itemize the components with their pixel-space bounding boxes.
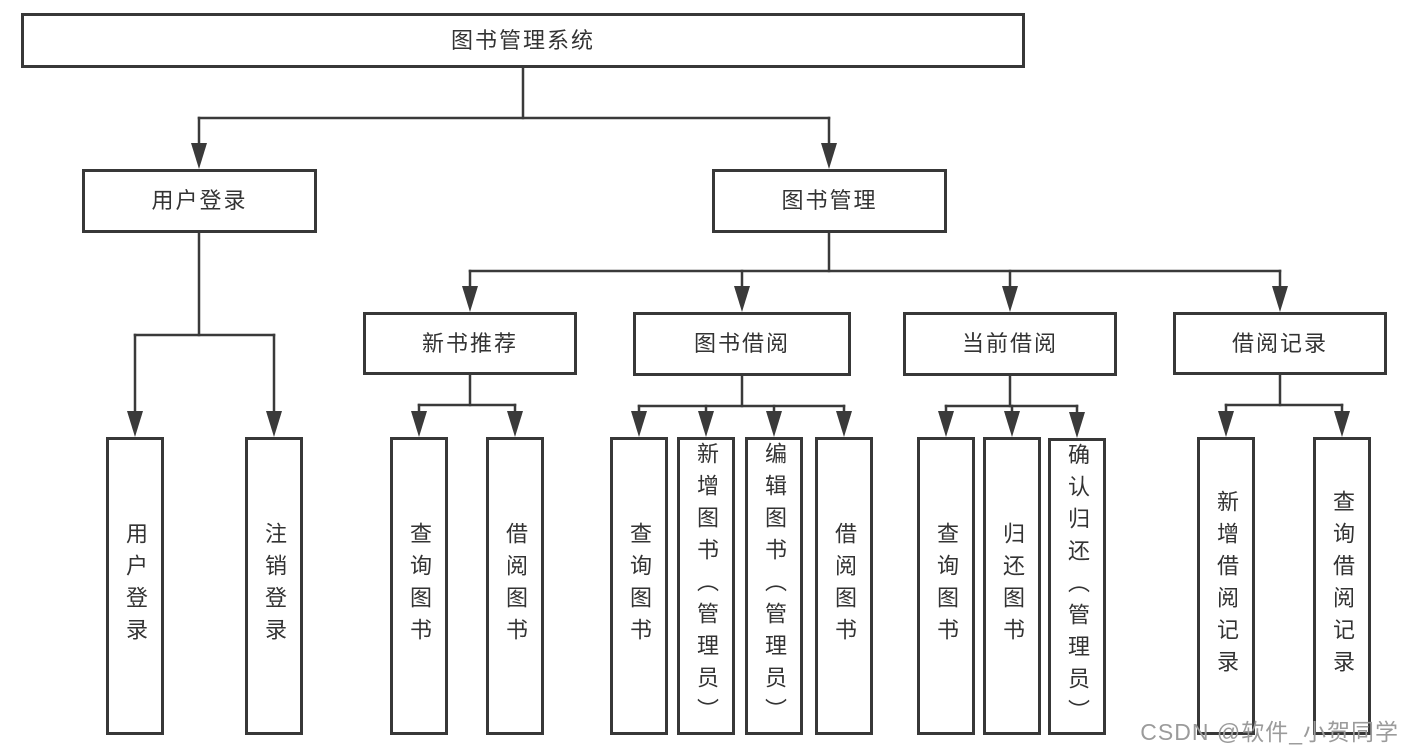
arrowhead-icon	[766, 411, 782, 437]
arrowhead-icon	[191, 143, 207, 169]
arrowhead-icon	[1002, 286, 1018, 312]
node-leaf-edit-books-admin: 编辑图书（管理员）	[745, 437, 803, 735]
arrowhead-icon	[462, 286, 478, 312]
arrowhead-icon	[1069, 412, 1085, 438]
node-book-borrowing: 图书借阅	[633, 312, 851, 376]
arrowhead-icon	[1004, 411, 1020, 437]
arrowhead-icon	[631, 411, 647, 437]
arrowhead-icon	[1218, 411, 1234, 437]
arrowhead-icon	[938, 411, 954, 437]
arrowhead-icon	[1334, 411, 1350, 437]
node-user-login: 用户登录	[82, 169, 317, 233]
arrowhead-icon	[1272, 286, 1288, 312]
watermark-text: CSDN @软件_小贺同学	[1140, 719, 1399, 745]
node-leaf-query-books-borrow: 查询图书	[610, 437, 668, 735]
arrowhead-icon	[734, 286, 750, 312]
node-book-management: 图书管理	[712, 169, 947, 233]
node-root: 图书管理系统	[21, 13, 1025, 68]
node-leaf-query-books-current: 查询图书	[917, 437, 975, 735]
arrowhead-icon	[411, 411, 427, 437]
arrowhead-icon	[266, 411, 282, 437]
node-leaf-confirm-return-admin: 确认归还（管理员）	[1048, 438, 1106, 735]
arrowhead-icon	[127, 411, 143, 437]
node-leaf-query-books-recommend: 查询图书	[390, 437, 448, 735]
node-leaf-add-books-admin: 新增图书（管理员）	[677, 437, 735, 735]
node-borrowing-records: 借阅记录	[1173, 312, 1387, 375]
arrowhead-icon	[836, 411, 852, 437]
node-leaf-query-borrow-record: 查询借阅记录	[1313, 437, 1371, 735]
node-leaf-add-borrow-record: 新增借阅记录	[1197, 437, 1255, 735]
arrowhead-icon	[698, 411, 714, 437]
node-current-borrowing: 当前借阅	[903, 312, 1117, 376]
node-leaf-borrow-books-recommend: 借阅图书	[486, 437, 544, 735]
node-leaf-borrow-books: 借阅图书	[815, 437, 873, 735]
arrowhead-icon	[507, 411, 523, 437]
node-leaf-return-books: 归还图书	[983, 437, 1041, 735]
node-new-book-recommendation: 新书推荐	[363, 312, 577, 375]
arrowhead-icon	[821, 143, 837, 169]
node-leaf-logout: 注销登录	[245, 437, 303, 735]
node-leaf-user-login: 用户登录	[106, 437, 164, 735]
